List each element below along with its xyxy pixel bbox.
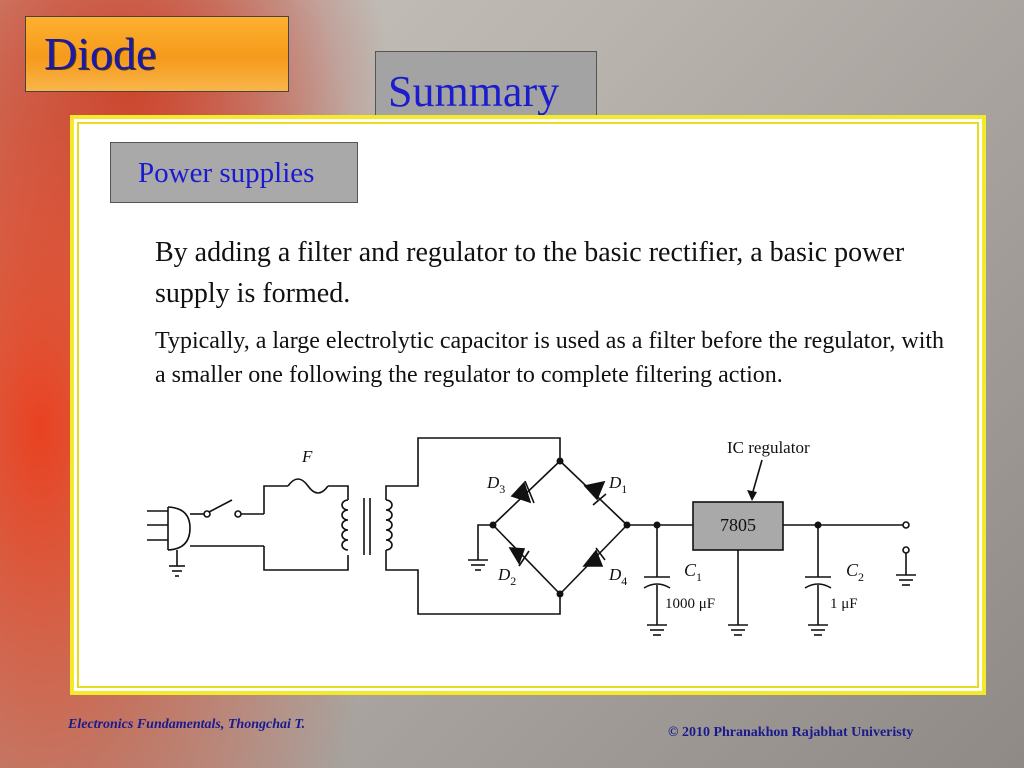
regulator-caption: IC regulator (727, 438, 810, 457)
paragraph-detail: Typically, a large electrolytic capacito… (155, 328, 945, 388)
d4-label: D4 (608, 565, 627, 588)
capacitor-c2 (804, 525, 832, 636)
content-panel (70, 115, 986, 695)
summary-heading: Summary (388, 67, 560, 116)
diode-d1-icon (583, 480, 607, 506)
diode-d3-icon (510, 480, 535, 504)
regulator-part-number: 7805 (720, 515, 756, 535)
capacitor-c1 (643, 525, 671, 636)
transformer-icon (341, 498, 393, 555)
switch-icon (190, 499, 264, 518)
slide-title-box: Diode (25, 16, 289, 92)
regulator-block (692, 501, 784, 551)
fuse-icon (287, 478, 329, 494)
paragraph-main: By adding a filter and regulator to the … (155, 237, 905, 309)
c2-label: C2 (846, 560, 864, 584)
diode-d2-icon (508, 547, 530, 567)
d3-label: D3 (486, 473, 505, 496)
c1-label: C1 (684, 560, 702, 584)
ac-plug-icon (147, 506, 191, 577)
d2-label: D2 (497, 565, 516, 588)
c2-value: 1 μF (830, 596, 858, 612)
fuse-label: F (301, 447, 313, 466)
diode-d4-icon (582, 547, 606, 567)
section-title-box: Power supplies (110, 142, 358, 203)
c1-value: 1000 μF (665, 596, 715, 612)
footer-copyright: © 2010 Phranakhon Rajabhat Univeristy (668, 725, 914, 740)
slide-title: Diode (44, 28, 157, 79)
d1-label: D1 (608, 473, 627, 496)
section-title: Power supplies (138, 157, 315, 189)
footer-course: Electronics Fundamentals, Thongchai T. (68, 717, 306, 732)
